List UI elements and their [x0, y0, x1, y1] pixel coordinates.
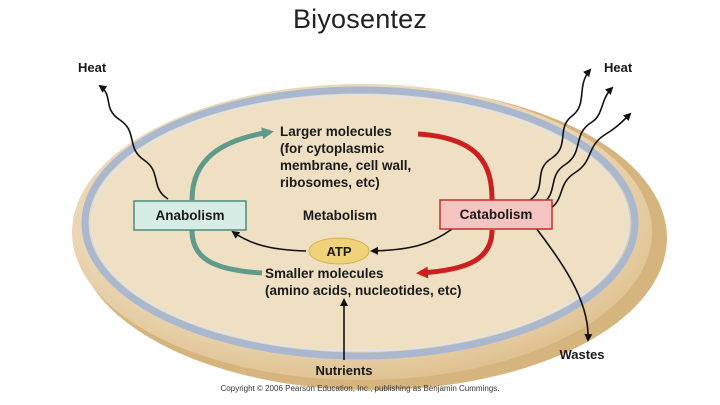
nutrients-label: Nutrients: [315, 363, 372, 378]
atp-pill: [308, 237, 370, 265]
larger-molecules-line-2: (for cytoplasmic: [280, 141, 385, 156]
larger-molecules-line-1: Larger molecules: [280, 124, 392, 139]
larger-molecules-line-4: ribosomes, etc): [280, 175, 380, 190]
larger-molecules-line-3: membrane, cell wall,: [280, 158, 411, 173]
catabolism-label: Catabolism: [460, 207, 533, 222]
catabolism-to-atp-arrow: [370, 228, 453, 255]
heat-left-label: Heat: [78, 60, 107, 75]
heat-right-arrow-3: [547, 112, 632, 211]
heat-right-label: Heat: [604, 60, 633, 75]
smaller-molecules-line-1: Smaller molecules: [265, 266, 384, 281]
metabolism-label: Metabolism: [303, 208, 377, 223]
catabolism-arrow-return: [416, 229, 495, 279]
anabolism-arrow-up: [189, 127, 274, 201]
slide-title: Biyosentez: [292, 4, 428, 34]
copyright-notice: Copyright © 2006 Pearson Education, Inc.…: [220, 384, 500, 393]
cell-membrane-inner: [90, 94, 630, 352]
cell-membrane-outer: [81, 86, 639, 360]
catabolism-box: [439, 199, 553, 230]
atp-to-anabolism-arrow: [231, 230, 307, 252]
wastes-label: Wastes: [559, 347, 604, 362]
heat-right-arrow-2: [539, 86, 614, 206]
anabolism-box: [133, 200, 247, 231]
heat-left-arrow: [98, 84, 169, 200]
anabolism-arrow-down: [189, 229, 263, 276]
anabolism-label: Anabolism: [155, 208, 224, 223]
wastes-arrow: [535, 227, 593, 342]
heat-right-arrow-1: [529, 68, 592, 201]
smaller-molecules-line-2: (amino acids, nucleotides, etc): [265, 283, 462, 298]
catabolism-arrow-down: [417, 131, 495, 201]
atp-label: ATP: [326, 244, 351, 259]
